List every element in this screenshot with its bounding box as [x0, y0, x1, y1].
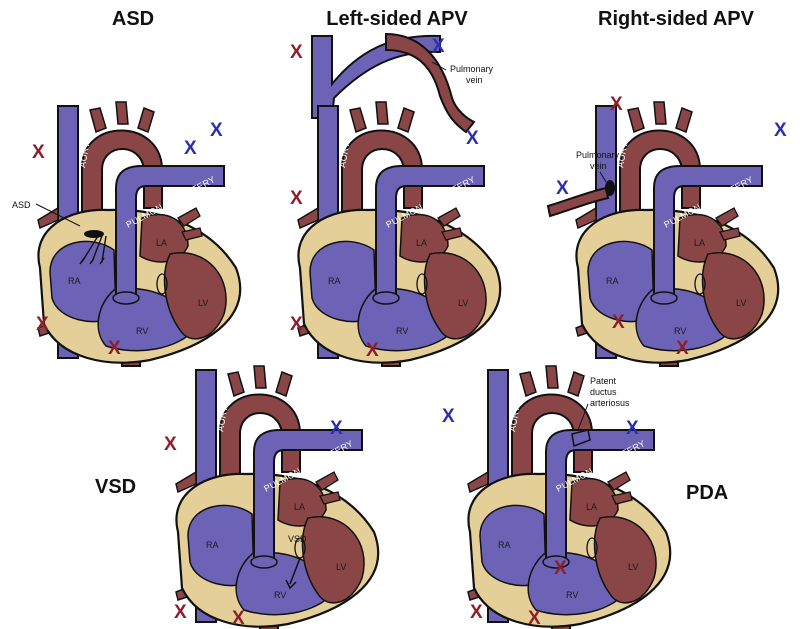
blue-x-mark: X: [330, 418, 343, 439]
red-x-mark: X: [32, 142, 45, 163]
panel-left-apv: AORTA PULMONARY ARTERY RA LA RV LV Pulmo…: [270, 32, 520, 368]
label-la: LA: [694, 238, 705, 248]
blue-x-mark: X: [210, 120, 223, 141]
panel-title-vsd: VSD: [95, 476, 137, 498]
panel-right-apv: AORTA PULMONARY ARTERY RA LA RV LV Pulmo…: [546, 58, 798, 368]
red-x-mark: X: [290, 314, 303, 335]
red-x-mark: X: [174, 602, 187, 623]
label-lv: LV: [336, 562, 346, 572]
blue-x-mark: X: [626, 418, 639, 439]
label-ra: RA: [206, 540, 219, 550]
blue-x-mark: X: [432, 36, 445, 57]
annotation-pulmonary-vein-line1: Pulmonary: [450, 64, 494, 74]
red-x-mark: X: [528, 608, 541, 629]
annotation-asd: ASD: [12, 200, 31, 210]
panel-asd: AORTA PULMONARY ARTERY RA LA RV LV ASD X…: [10, 58, 260, 368]
panel-pda: AORTA PULMONARY ARTERY RA LA RV LV Paten…: [440, 322, 690, 629]
label-ra: RA: [68, 276, 81, 286]
label-rv: RV: [674, 326, 686, 336]
red-x-mark: X: [366, 340, 379, 361]
red-x-mark: X: [612, 312, 625, 333]
panel-title-right-apv: Right-sided APV: [598, 8, 754, 30]
heart-diagram-pda: AORTA PULMONARY ARTERY RA LA RV LV Paten…: [442, 364, 672, 629]
blue-x-mark: X: [184, 138, 197, 159]
panel-vsd: AORTA PULMONARY ARTERY RA LA RV LV VSD X…: [148, 322, 398, 629]
heart-diagram-asd: AORTA PULMONARY ARTERY RA LA RV LV ASD X…: [12, 100, 242, 368]
label-la: LA: [586, 502, 597, 512]
label-rv: RV: [274, 590, 286, 600]
red-x-mark: X: [470, 602, 483, 623]
panel-title-left-apv: Left-sided APV: [326, 8, 468, 30]
red-x-mark: X: [290, 42, 303, 63]
red-x-mark: X: [232, 608, 245, 629]
label-lv: LV: [198, 298, 208, 308]
label-rv: RV: [566, 590, 578, 600]
blue-x-mark: X: [442, 406, 455, 427]
label-ra: RA: [498, 540, 511, 550]
red-x-mark: X: [108, 338, 121, 359]
ductus-arteriosus: [571, 429, 591, 448]
asd-shunt-arrows: [79, 230, 107, 265]
label-la: LA: [294, 502, 305, 512]
blue-x-mark: X: [466, 128, 479, 149]
label-lv: LV: [628, 562, 638, 572]
panel-title-asd: ASD: [111, 8, 155, 30]
red-x-mark: X: [554, 558, 567, 579]
label-rv: RV: [396, 326, 408, 336]
red-x-mark: X: [290, 188, 303, 209]
red-x-mark: X: [610, 94, 623, 115]
blue-x-mark: X: [556, 178, 569, 199]
label-ra: RA: [328, 276, 341, 286]
annotation-pulmonary-vein-line2: vein: [466, 75, 483, 85]
red-x-mark: X: [164, 434, 177, 455]
annotation-pulmonary-vein-line1: Pulmonary: [576, 150, 620, 160]
red-x-mark: X: [676, 338, 689, 359]
heart-diagram-right-apv: AORTA PULMONARY ARTERY RA LA RV LV Pulmo…: [546, 94, 787, 368]
annotation-pda-line1: Patent: [590, 376, 617, 386]
heart-diagram-left-apv: AORTA PULMONARY ARTERY RA LA RV LV Pulmo…: [290, 32, 502, 368]
label-rv: RV: [136, 326, 148, 336]
annotation-pda-line2: ductus: [590, 387, 617, 397]
label-lv: LV: [736, 298, 746, 308]
label-lv: LV: [458, 298, 468, 308]
panel-title-pda: PDA: [686, 482, 729, 504]
annotation-vsd: VSD: [288, 534, 307, 544]
label-ra: RA: [606, 276, 619, 286]
label-la: LA: [156, 238, 167, 248]
label-la: LA: [416, 238, 427, 248]
red-x-mark: X: [36, 314, 49, 335]
annotation-pda-line3: arteriosus: [590, 398, 630, 408]
blue-x-mark: X: [774, 120, 787, 141]
vsd-shunt-arrow: [285, 557, 301, 590]
heart-diagram-vsd: AORTA PULMONARY ARTERY RA LA RV LV VSD X…: [164, 364, 380, 629]
annotation-pulmonary-vein-line2: vein: [590, 161, 607, 171]
